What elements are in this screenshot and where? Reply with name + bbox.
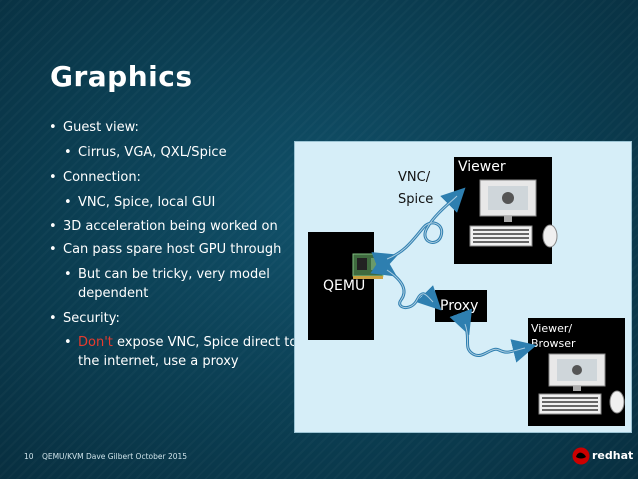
bullet-3d-acceleration: 3D acceleration being worked on <box>49 219 278 234</box>
architecture-diagram: QEMU Viewer Proxy Viewer/ Browser VNC/ S… <box>294 141 632 433</box>
bullet-security-detail: Don't expose VNC, Spice direct to <box>64 335 298 350</box>
bullet-guest-view-detail: Cirrus, VGA, QXL/Spice <box>64 145 227 160</box>
bullet-guest-view: Guest view: <box>49 120 139 135</box>
bullet-gpu-tricky-cont: dependent <box>78 286 149 301</box>
workstation-icon <box>469 179 558 248</box>
slide-footer: 10 QEMU/KVM Dave Gilbert October 2015 <box>24 452 187 461</box>
redhat-wordmark: redhat <box>592 449 634 462</box>
viewer-label: Viewer <box>458 159 506 175</box>
page-number: 10 <box>24 452 34 461</box>
vnc-label-line1: VNC/ <box>398 170 431 185</box>
diagram-graphics <box>352 179 625 415</box>
redhat-hat-icon <box>572 447 590 465</box>
qemu-label: QEMU <box>323 278 366 294</box>
bullet-security-detail-cont: the internet, use a proxy <box>78 354 239 369</box>
redhat-logo: redhat <box>572 447 633 467</box>
viewer-browser-label-1: Viewer/ <box>531 322 573 335</box>
dont-emphasis: Don't <box>78 335 113 350</box>
graphics-card-icon <box>352 253 384 279</box>
slide-title: Graphics <box>50 60 193 93</box>
bullet-connection-detail: VNC, Spice, local GUI <box>64 195 215 210</box>
qemu-box: QEMU <box>308 232 374 340</box>
bullet-connection: Connection: <box>49 170 141 185</box>
mouse-icon <box>542 224 558 248</box>
workstation-icon <box>538 353 625 415</box>
security-detail-text: expose VNC, Spice direct to <box>112 335 298 350</box>
bullet-gpu-passthrough: Can pass spare host GPU through <box>49 242 281 257</box>
bullet-security: Security: <box>49 311 120 326</box>
bullet-gpu-tricky: But can be tricky, very model <box>64 267 270 282</box>
viewer-browser-label-2: Browser <box>531 337 576 350</box>
mouse-icon <box>609 390 625 414</box>
footer-text: QEMU/KVM Dave Gilbert October 2015 <box>41 452 188 461</box>
